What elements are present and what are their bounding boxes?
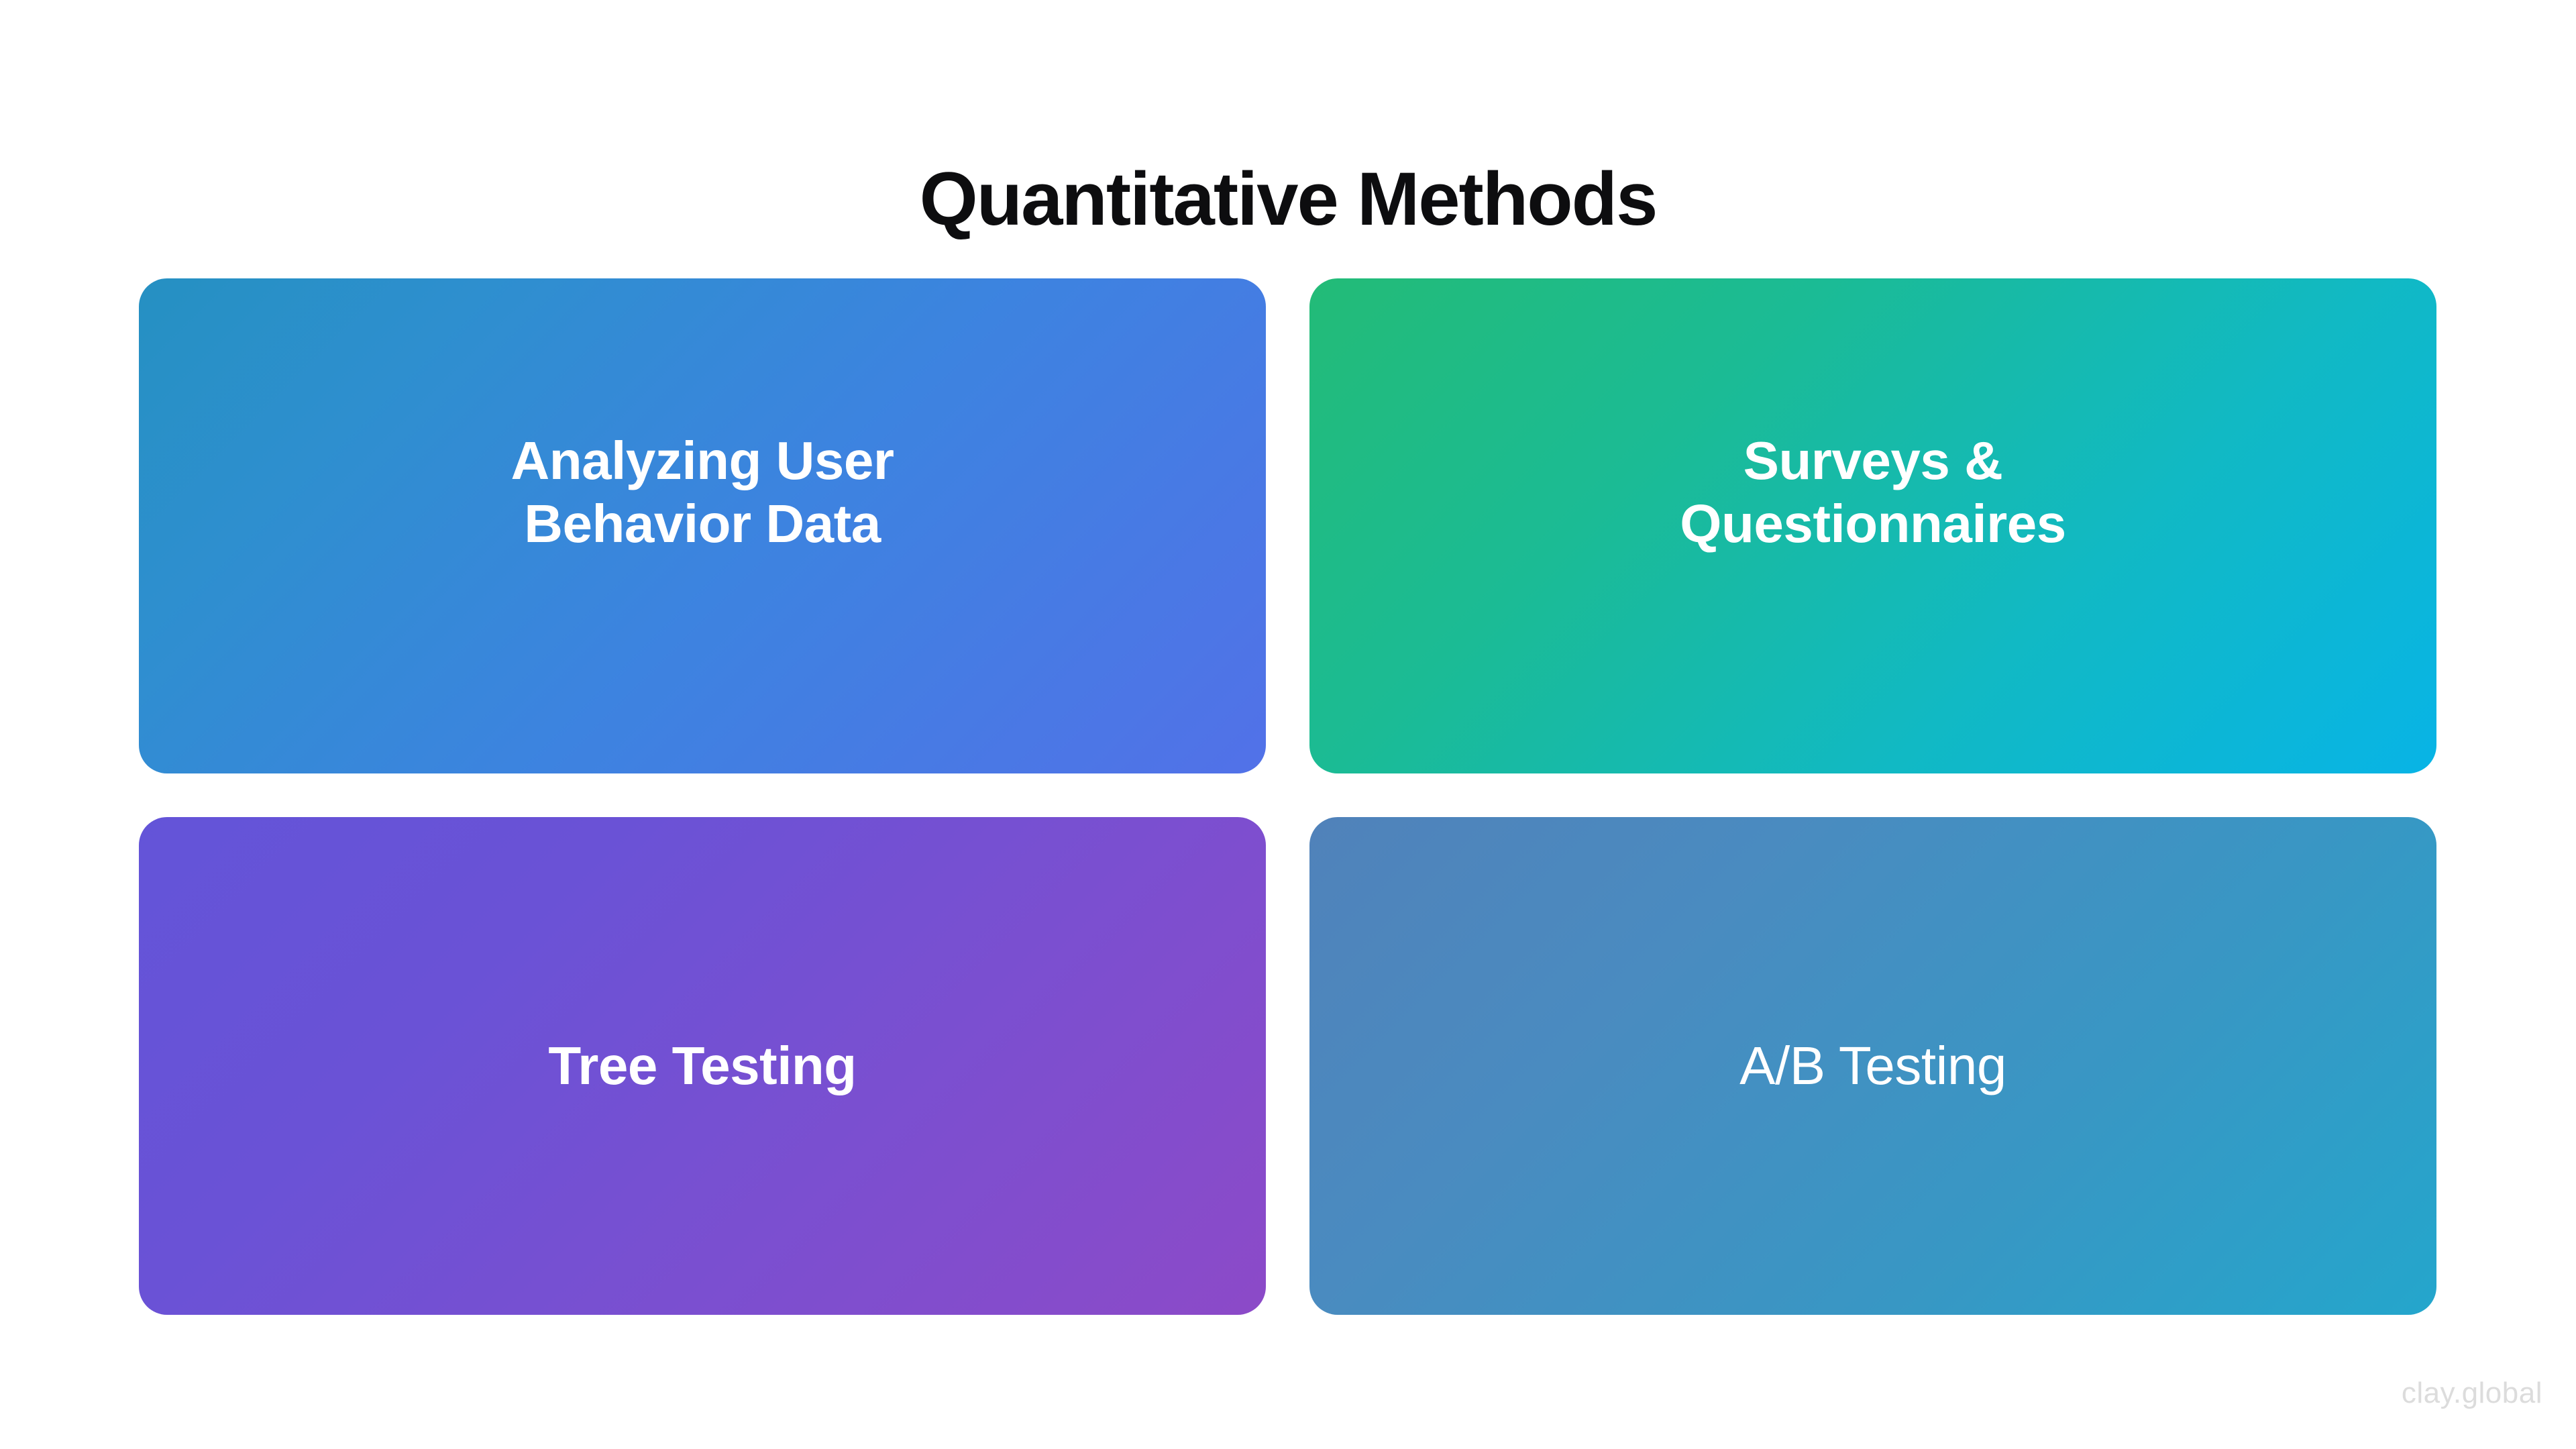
page-title: Quantitative Methods bbox=[919, 157, 1658, 241]
card-surveys-questionnaires[interactable]: Surveys & Questionnaires bbox=[1309, 278, 2436, 773]
card-label-tree-testing: Tree Testing bbox=[548, 1035, 857, 1095]
watermark-clay-global: clay.global bbox=[2401, 1377, 2542, 1409]
card-label-surveys-questionnaires: Surveys & Questionnaires bbox=[1680, 430, 2066, 553]
card-ab-testing[interactable]: A/B Testing bbox=[1309, 817, 2436, 1315]
card-tree-testing[interactable]: Tree Testing bbox=[139, 817, 1266, 1315]
card-label-analyzing-user-behavior-data: Analyzing User Behavior Data bbox=[511, 430, 894, 553]
card-analyzing-user-behavior-data[interactable]: Analyzing User Behavior Data bbox=[139, 278, 1266, 773]
card-label-ab-testing: A/B Testing bbox=[1739, 1035, 2006, 1095]
methods-card-grid: Analyzing User Behavior Data Surveys & Q… bbox=[139, 278, 2436, 1315]
